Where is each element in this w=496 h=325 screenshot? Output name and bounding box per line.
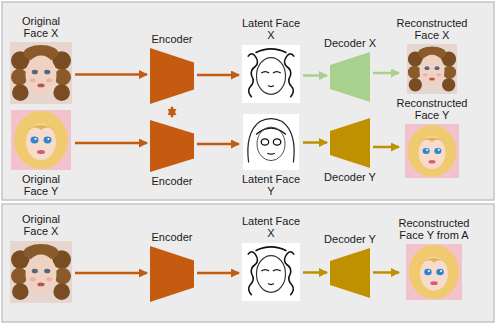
trapezoid-outline: [150, 246, 194, 302]
face-image-box: Latent Face Y: [242, 114, 300, 170]
face-image-box: Original Face X: [10, 240, 72, 304]
face-image-box: Reconstructed Face X: [402, 44, 462, 94]
trapezoid-outline: [330, 52, 370, 102]
node-label: Decoder Y: [318, 171, 382, 183]
face-image-box: Latent Face X: [242, 242, 300, 302]
trapezoid-outline: [330, 248, 370, 298]
face-photo: [405, 124, 459, 178]
trapezoid-outline: [150, 120, 194, 172]
flow-arrow: [197, 74, 239, 77]
latent-sketch: [243, 114, 299, 170]
face-photo: [10, 42, 72, 104]
trapezoid-shape: [150, 120, 194, 172]
node-label: Latent Face X: [239, 17, 303, 41]
node-label: Original Face Y: [9, 173, 73, 197]
trapezoid-outline: [330, 118, 370, 168]
flow-arrow: [303, 271, 327, 274]
flow-arrow: [197, 272, 239, 275]
flow-arrow: [303, 74, 327, 77]
node-label: Original Face X: [9, 15, 73, 39]
flow-arrow: [171, 107, 174, 117]
decoder-block: Decoder X: [330, 52, 370, 102]
face-image-box: Latent Face X: [242, 44, 300, 104]
node-label: Reconstructed Face X: [392, 17, 472, 41]
node-label: Reconstructed Face Y: [392, 97, 472, 121]
flow-arrow: [373, 146, 399, 149]
flow-arrow: [75, 142, 147, 145]
node-label: Decoder Y: [318, 233, 382, 245]
face-photo: [10, 241, 72, 303]
node-label: Decoder X: [318, 37, 382, 49]
encoder-block: Encoder: [150, 246, 194, 302]
flow-arrow: [75, 272, 147, 275]
encoder-block: Encoder: [150, 48, 194, 104]
flow-arrow: [373, 72, 399, 75]
flow-arrow: [75, 73, 147, 76]
latent-sketch: [242, 243, 300, 301]
encoder-block: Encoder: [150, 120, 194, 172]
decoder-block: Decoder Y: [330, 118, 370, 168]
node-label: Original Face X: [9, 213, 73, 237]
face-image-box: Reconstructed Face Y from A: [402, 244, 466, 300]
flow-arrow: [197, 143, 239, 146]
node-label: Encoder: [140, 231, 204, 243]
flow-arrow: [373, 271, 399, 274]
panel: [2, 204, 494, 322]
node-label: Reconstructed Face Y from A: [389, 217, 479, 241]
trapezoid-shape: [150, 246, 194, 302]
face-photo: [11, 110, 71, 170]
node-label: Encoder: [140, 175, 204, 187]
node-label: Latent Face Y: [239, 173, 303, 197]
face-photo: [407, 44, 457, 94]
face-image-box: Reconstructed Face Y: [402, 124, 462, 178]
face-photo: [406, 244, 462, 300]
latent-sketch: [242, 45, 300, 103]
trapezoid-outline: [150, 48, 194, 104]
trapezoid-shape: [330, 118, 370, 168]
flow-arrow: [303, 141, 327, 144]
panel: [2, 2, 494, 200]
trapezoid-shape: [330, 52, 370, 102]
trapezoid-shape: [150, 48, 194, 104]
node-label: Encoder: [140, 33, 204, 45]
face-image-box: Original Face X: [10, 42, 72, 104]
decoder-block: Decoder Y: [330, 248, 370, 298]
node-label: Latent Face X: [239, 215, 303, 239]
trapezoid-shape: [330, 248, 370, 298]
face-image-box: Original Face Y: [10, 110, 72, 170]
